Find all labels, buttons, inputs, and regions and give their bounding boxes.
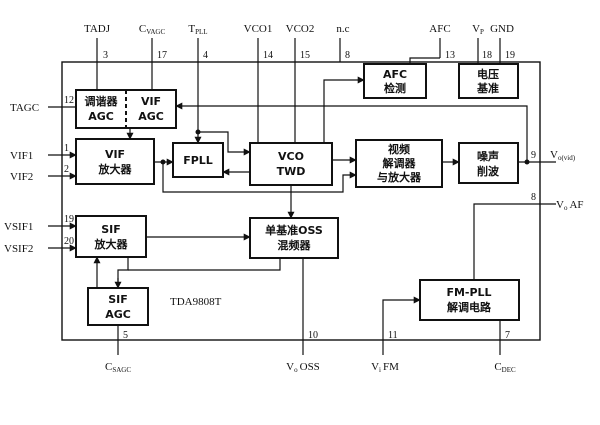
wire-mixer-to-sifagc	[128, 258, 281, 271]
pin-vsif1: 19	[64, 214, 74, 225]
signal-vif2: VIF2	[10, 171, 33, 183]
pin-vco2: 15	[300, 50, 310, 61]
afc-label-1: AFC	[383, 68, 407, 81]
sif-agc-label-2: AGC	[105, 308, 131, 321]
pin-vo-vid: 9	[531, 150, 536, 161]
pin-vif1: 1	[64, 143, 69, 154]
pin-nc: 8	[345, 50, 350, 61]
wire-vif-to-demod	[162, 162, 357, 193]
noise-label-1: 噪声	[477, 149, 499, 163]
video-demod-block	[355, 139, 443, 188]
wire-vo-af	[473, 203, 556, 280]
pin-csagc: 5	[123, 330, 128, 341]
pin-vp: 18	[482, 50, 492, 61]
video-demod-label-1: 视频	[388, 142, 410, 156]
signal-vco2: VCO2	[286, 23, 315, 35]
signal-tagc: TAGC	[10, 102, 39, 114]
vco-label-2: TWD	[277, 165, 306, 178]
pin-gnd: 19	[505, 50, 515, 61]
tuner-agc-label-2: AGC	[88, 110, 114, 123]
noise-clip-block	[458, 142, 519, 184]
pin-cvagc: 17	[157, 50, 167, 61]
voltage-ref-block	[458, 63, 519, 99]
pin-vo-af: 8	[531, 192, 536, 203]
vco-twd-block	[249, 142, 333, 186]
reg-label-2: 基准	[476, 81, 499, 95]
signal-csagc: CSAGC	[105, 361, 131, 374]
pin-numbers: 3 17 4 14 15 8 13 18 19 12 1 2 19 20 9 8…	[64, 50, 536, 341]
signal-tadj: TADJ	[84, 23, 111, 35]
signal-afc: AFC	[429, 23, 450, 35]
pin-vco1: 14	[263, 50, 273, 61]
junction-vo	[524, 159, 530, 165]
oss-mixer-label-1: 单基准OSS	[265, 223, 323, 237]
signal-vp: VP	[472, 23, 484, 36]
wire-sif-to-sifagc	[117, 257, 129, 288]
signal-vif1: VIF1	[10, 150, 33, 162]
vif-amp-block	[75, 138, 155, 185]
oss-mixer-label-2: 混频器	[278, 238, 312, 252]
signal-vsif1: VSIF1	[4, 221, 33, 233]
signal-gnd: GND	[490, 23, 514, 35]
wires	[48, 38, 556, 355]
pin-vif2: 2	[64, 164, 69, 175]
pin-vi-fm: 11	[388, 330, 398, 341]
fm-pll-label-2: 解调电路	[447, 300, 492, 314]
pin-tagc: 12	[64, 95, 74, 106]
chip-name: TDA9808T	[170, 296, 222, 308]
wire-afc-pin	[409, 57, 440, 64]
sif-amp-label-1: SIF	[101, 223, 121, 236]
wire-agc-feedback	[175, 102, 528, 162]
chip-outline	[61, 61, 541, 341]
pin-vsif2: 20	[64, 236, 74, 247]
signal-vsif2: VSIF2	[4, 243, 33, 255]
signal-nc: n.c	[336, 23, 349, 35]
wire-vco-to-afc	[323, 76, 365, 143]
pin-tpll: 4	[203, 50, 208, 61]
tuner-agc-label-1: 调谐器	[85, 94, 119, 108]
video-demod-label-3: 与放大器	[377, 170, 422, 184]
vif-amp-label-1: VIF	[105, 148, 125, 161]
signal-vo-vid: Vo(vid)	[550, 149, 576, 162]
pin-cdec: 7	[505, 330, 510, 341]
vco-label-1: VCO	[278, 150, 304, 163]
wire-tpll-to-vco	[198, 131, 251, 156]
vif-amp-label-2: 放大器	[98, 162, 133, 176]
signal-labels: TADJ CVAGC TPLL VCO1 VCO2 n.c AFC VP GND…	[4, 23, 584, 374]
sif-amp-label-2: 放大器	[94, 237, 129, 251]
video-demod-label-2: 解调器	[383, 156, 417, 170]
oss-mixer-block	[249, 217, 339, 259]
fm-pll-label-1: FM-PLL	[446, 286, 491, 299]
pin-vo-oss: 10	[308, 330, 318, 341]
fpll-label: FPLL	[183, 154, 213, 167]
vif-agc-label-2: AGC	[138, 110, 164, 123]
signal-cdec: CDEC	[494, 361, 516, 374]
afc-label-2: 检测	[384, 81, 406, 95]
vif-agc-label-1: VIF	[141, 95, 161, 108]
signal-tpll: TPLL	[188, 23, 207, 36]
reg-label-1: 电压	[477, 67, 499, 81]
pin-afc: 13	[445, 50, 455, 61]
wire-vi-fm	[382, 296, 421, 355]
sif-agc-label-1: SIF	[108, 293, 128, 306]
pin-tadj: 3	[103, 50, 108, 61]
fm-pll-block	[419, 279, 520, 321]
sif-amp-block	[75, 215, 147, 258]
signal-vco1: VCO1	[244, 23, 273, 35]
signal-cvagc: CVAGC	[139, 23, 166, 36]
noise-label-2: 削波	[477, 164, 500, 178]
